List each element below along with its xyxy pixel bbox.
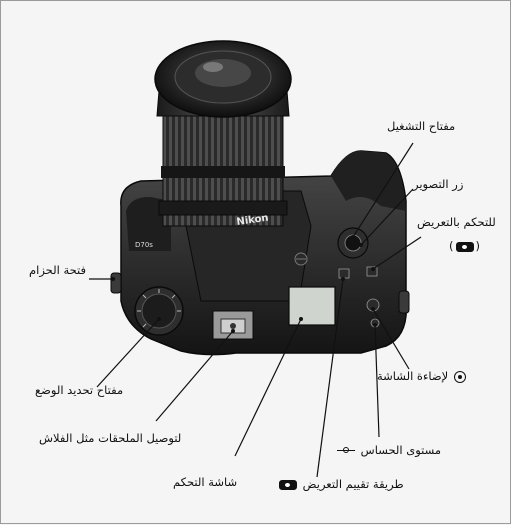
leader-dots: [111, 235, 377, 333]
label-sensitivity: مستوى الحساس: [360, 443, 442, 457]
label-shutter-button: زر التصوير: [413, 177, 464, 191]
label-metering: طريقة تقييم التعريض: [302, 477, 404, 491]
label-lcd-illumination: لإضاءة الشاشة: [377, 369, 449, 383]
label-strap-eyelet: فتحة الحزام: [29, 263, 86, 277]
metering-mode-icon: [279, 479, 297, 490]
lens: [154, 40, 292, 227]
label-sensitivity-group: مستوى الحساس: [335, 443, 441, 457]
label-metering-group: طريقة تقييم التعريض: [277, 477, 404, 491]
label-exposure-control-icon-group: (): [449, 239, 480, 253]
lcd-panel-shape: [288, 286, 336, 326]
label-power-switch: مفتاح التشغيل: [387, 119, 456, 133]
label-mode-dial: مفتاح تحديد الوضع: [35, 383, 124, 397]
label-lcd-illumination-group: لإضاءة الشاشة: [377, 369, 468, 383]
lcd-illumination-icon: [453, 370, 466, 383]
label-control-panel: شاشة التحكم: [173, 475, 238, 489]
leader-lines: [89, 142, 422, 478]
exposure-compensation-icon: [455, 241, 474, 252]
paren-open: (: [475, 239, 481, 253]
label-accessory-shoe: لتوصيل الملحقات مثل الفلاش: [39, 431, 182, 445]
camera-model-text: D70s: [135, 241, 153, 249]
iso-sensitivity-icon: [337, 446, 355, 456]
label-exposure-control: للتحكم بالتعريض: [417, 215, 496, 229]
paren-close: ): [449, 239, 454, 253]
camera-brand-text: Nikon: [236, 213, 269, 228]
